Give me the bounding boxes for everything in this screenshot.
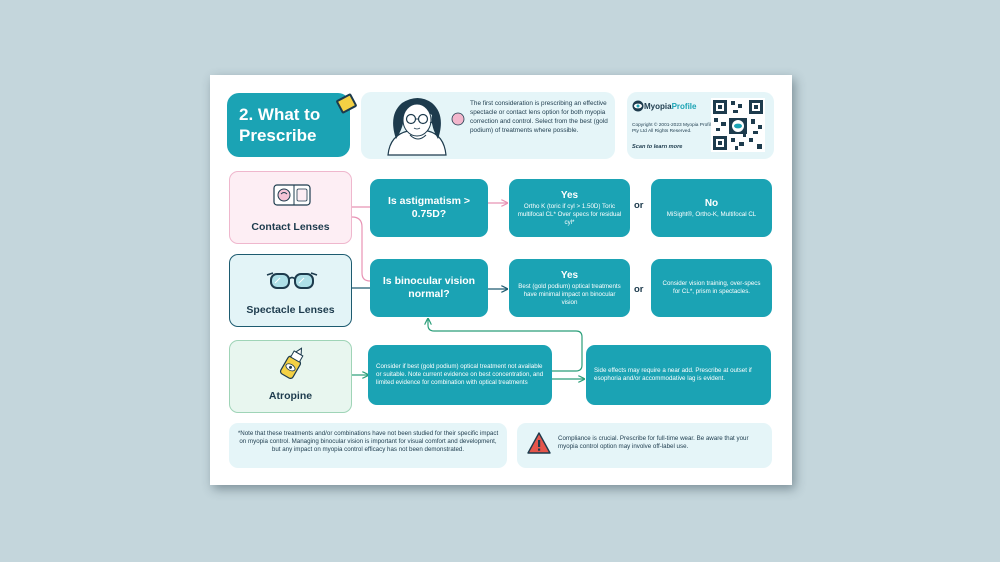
question-binocular-vision-text: Is binocular vision normal? bbox=[382, 275, 476, 300]
category-label-atropine: Atropine bbox=[268, 390, 313, 402]
compliance-text: Compliance is crucial. Prescribe for ful… bbox=[558, 435, 749, 450]
or-label: or bbox=[634, 284, 644, 295]
question-astigmatism-text: Is astigmatism > 0.75D? bbox=[388, 195, 470, 220]
footnote-panel: *Note that these treatments and/or combi… bbox=[229, 423, 507, 468]
answer-yes-heading: Yes bbox=[560, 269, 579, 281]
answer-yes-binocular: Yes Best (gold podium) optical treatment… bbox=[509, 259, 630, 317]
answer-no-astigmatism: No MiSight®, Ortho-K, Multifocal CL bbox=[651, 179, 772, 237]
intro-text: The first consideration is prescribing a… bbox=[470, 100, 608, 134]
answer-no-text: MiSight®, Ortho-K, Multifocal CL bbox=[666, 210, 757, 218]
title-line-1: 2. What to bbox=[239, 105, 321, 124]
category-atropine: Atropine bbox=[229, 340, 352, 413]
question-binocular-vision: Is binocular vision normal? bbox=[370, 259, 488, 317]
compliance-panel bbox=[517, 423, 772, 468]
category-spectacle-lenses: Spectacle Lenses bbox=[229, 254, 352, 327]
brand-name: MyopiaProfile bbox=[644, 102, 696, 111]
title-line-2: Prescribe bbox=[239, 126, 317, 145]
atropine-side-effects-text: Side effects may require a near add. Pre… bbox=[594, 367, 752, 382]
woman-with-glasses-illustration bbox=[387, 98, 465, 156]
myopia-profile-logo-icon bbox=[632, 100, 644, 112]
section-title: 2. What to Prescribe bbox=[227, 93, 350, 157]
answer-no-binocular: Consider vision training, over-specs for… bbox=[651, 259, 772, 317]
answer-yes-astigmatism: Yes Ortho K (toric if cyl > 1.50D) Toric… bbox=[509, 179, 630, 237]
or-label: or bbox=[634, 200, 644, 211]
answer-yes-text: Best (gold podium) optical treatments ha… bbox=[518, 282, 621, 306]
atropine-consider-text: Consider if best (gold podium) optical t… bbox=[376, 363, 544, 386]
warning-icon bbox=[527, 432, 551, 454]
copyright-text: Copyright © 2001-2023 Myopia Profile Pty… bbox=[632, 123, 714, 134]
answer-no-heading: No bbox=[704, 197, 719, 209]
category-contact-lenses: Contact Lenses bbox=[229, 171, 352, 244]
question-astigmatism: Is astigmatism > 0.75D? bbox=[370, 179, 488, 237]
contact-lens-case-icon bbox=[273, 184, 311, 206]
category-label-spectacle-lenses: Spectacle Lenses bbox=[246, 304, 335, 316]
answer-yes-heading: Yes bbox=[560, 189, 579, 201]
glasses-icon bbox=[266, 272, 318, 289]
infographic-card: 2. What to Prescribe The first considera… bbox=[210, 75, 792, 485]
flow-connectors bbox=[351, 75, 792, 485]
scan-cta: Scan to learn more bbox=[632, 144, 683, 150]
qr-code-icon[interactable] bbox=[711, 98, 765, 152]
atropine-side-effects-box: Side effects may require a near add. Pre… bbox=[586, 345, 771, 405]
eye-drop-bottle-icon bbox=[279, 347, 304, 379]
answer-no-text: Consider vision training, over-specs for… bbox=[662, 280, 761, 295]
category-label-contact-lenses: Contact Lenses bbox=[251, 221, 330, 233]
answer-yes-text: Ortho K (toric if cyl > 1.50D) Toric mul… bbox=[517, 202, 622, 226]
brand-name-part-2: Profile bbox=[671, 102, 697, 111]
brand-name-part-1: Myopia bbox=[644, 102, 672, 111]
atropine-consider-box: Consider if best (gold podium) optical t… bbox=[368, 345, 552, 405]
